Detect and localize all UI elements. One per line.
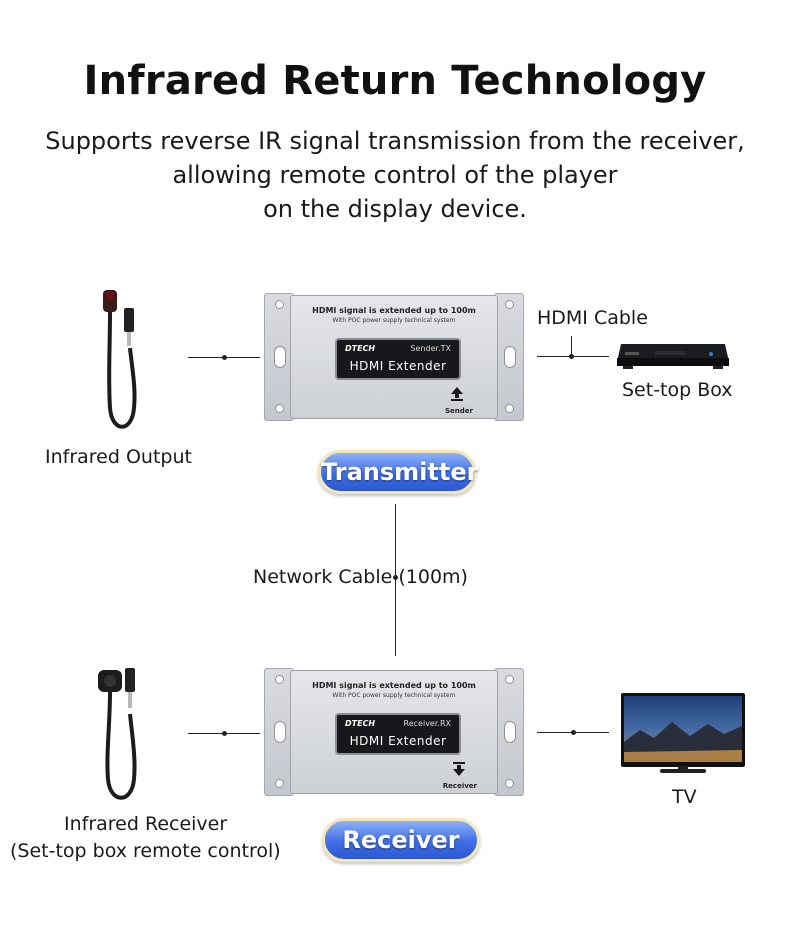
device-body: HDMI signal is extended up to 100m With …: [290, 295, 498, 419]
device-product-name: HDMI Extender: [337, 359, 459, 373]
hdmi-cable-label: HDMI Cable: [537, 307, 648, 329]
set-top-box-label: Set-top Box: [622, 379, 733, 401]
transmitter-badge: Transmitter: [318, 450, 476, 494]
transmitter-device: HDMI signal is extended up to 100m With …: [264, 293, 524, 421]
infrared-receiver-note: (Set-top box remote control): [10, 840, 281, 862]
tv-icon: [620, 692, 746, 778]
device-model: Receiver.RX: [404, 719, 451, 728]
screw-hole: [275, 300, 284, 309]
screw-hole: [505, 779, 514, 788]
screw-hole: [275, 779, 284, 788]
device-caption: Sender: [445, 407, 473, 415]
mounting-slot: [504, 721, 516, 743]
infrared-output-label: Infrared Output: [45, 446, 192, 468]
device-model: Sender.TX: [410, 344, 451, 353]
device-front-panel: DTECH Sender.TX HDMI Extender: [335, 338, 461, 380]
network-cable-label: Network Cable (100m): [253, 566, 468, 588]
subtitle-line-1: Supports reverse IR signal transmission …: [0, 124, 790, 158]
device-spec-line-1: HDMI signal is extended up to 100m: [291, 681, 497, 690]
device-spec-line-2: With POC power supply technical system: [291, 317, 497, 324]
mounting-slot: [504, 346, 516, 368]
device-body: HDMI signal is extended up to 100m With …: [290, 670, 498, 794]
screw-hole: [505, 675, 514, 684]
screw-hole: [275, 404, 284, 413]
subtitle-line-3: on the display device.: [0, 192, 790, 226]
mounting-flange: [494, 293, 524, 421]
mounting-slot: [274, 721, 286, 743]
device-brand: DTECH: [345, 719, 375, 728]
mounting-flange: [494, 668, 524, 796]
set-top-box-icon: [615, 340, 731, 372]
tv-label: TV: [672, 786, 697, 808]
connector-dot: [571, 730, 576, 735]
receiver-device: HDMI signal is extended up to 100m With …: [264, 668, 524, 796]
ir-receiver-cable-icon: [92, 664, 152, 804]
device-product-name: HDMI Extender: [337, 734, 459, 748]
page-title: Infrared Return Technology: [0, 58, 790, 104]
receiver-badge: Receiver: [322, 818, 480, 862]
device-spec-line-1: HDMI signal is extended up to 100m: [291, 306, 497, 315]
screw-hole: [505, 404, 514, 413]
infrared-receiver-label: Infrared Receiver: [64, 813, 227, 835]
screw-hole: [505, 300, 514, 309]
upload-arrow-icon: [449, 386, 465, 402]
subtitle-line-2: allowing remote control of the player: [0, 158, 790, 192]
connector-dot: [222, 355, 227, 360]
connector-dot: [222, 731, 227, 736]
ir-emitter-cable-icon: [92, 288, 152, 438]
device-spec-line-2: With POC power supply technical system: [291, 692, 497, 699]
device-caption: Receiver: [443, 782, 477, 790]
download-arrow-icon: [451, 761, 467, 777]
hdmi-cable-leader: [571, 336, 572, 356]
mounting-slot: [274, 346, 286, 368]
device-front-panel: DTECH Receiver.RX HDMI Extender: [335, 713, 461, 755]
screw-hole: [275, 675, 284, 684]
device-brand: DTECH: [345, 344, 375, 353]
